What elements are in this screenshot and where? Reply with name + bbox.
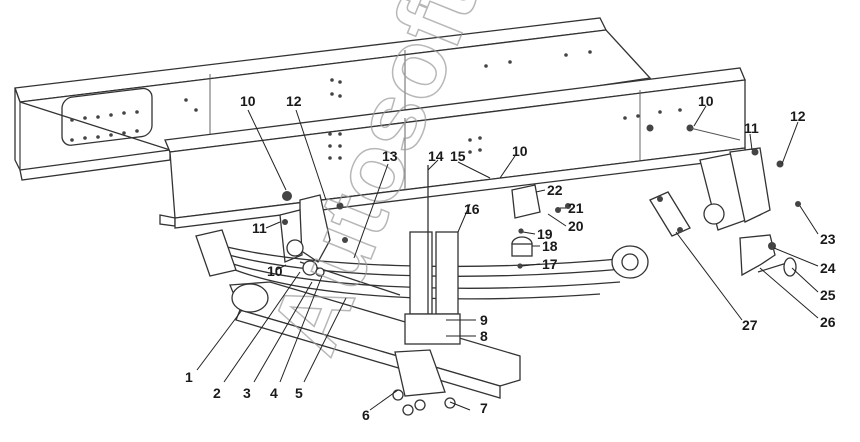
callout-10-center: 10	[512, 143, 528, 159]
callout-5: 5	[295, 385, 303, 401]
u-bolts	[404, 165, 461, 345]
callout-11-left: 11	[252, 220, 267, 236]
callout-19: 19	[537, 226, 553, 242]
callout-13: 13	[382, 148, 398, 164]
callout-10-left: 10	[240, 93, 256, 109]
callout-17: 17	[542, 256, 558, 272]
callout-15: 15	[450, 148, 466, 164]
callout-12-right: 12	[790, 108, 806, 124]
callout-21: 21	[568, 200, 584, 216]
frame-rail-rear	[14, 17, 652, 181]
front-axle-beam	[229, 281, 521, 416]
rear-shackle	[649, 191, 801, 277]
callout-10-bracket: 10	[267, 263, 283, 279]
callout-12-left: 12	[286, 93, 302, 109]
leaf-spring	[195, 229, 649, 300]
leader-lines	[196, 105, 819, 411]
callout-11-right: 11	[744, 120, 759, 136]
bump-stop	[511, 184, 571, 269]
frame-rivet-holes	[70, 50, 592, 142]
front-spring-bracket	[279, 191, 348, 263]
callout-14: 14	[428, 148, 444, 164]
shock-absorber	[299, 260, 401, 296]
callout-6: 6	[362, 407, 370, 423]
frame-front-holes	[328, 108, 682, 160]
rear-spring-bracket	[646, 124, 784, 231]
callout-27: 27	[742, 317, 758, 333]
callout-2: 2	[213, 385, 221, 401]
callout-20: 20	[568, 218, 584, 234]
callout-8: 8	[480, 328, 488, 344]
callout-26: 26	[820, 314, 836, 330]
callout-9: 9	[480, 312, 488, 328]
callout-3: 3	[243, 385, 251, 401]
callout-1: 1	[185, 369, 193, 385]
callout-10-right: 10	[698, 93, 714, 109]
callout-24: 24	[820, 260, 836, 276]
callout-16: 16	[464, 201, 480, 217]
callout-7: 7	[480, 400, 488, 416]
callout-23: 23	[820, 231, 836, 247]
callout-18: 18	[542, 238, 558, 254]
callout-labels: 1 2 3 4 5 6 7 8 9 10 10 10 10 11 11 12 1…	[185, 93, 836, 423]
callout-22: 22	[547, 182, 563, 198]
callout-25: 25	[820, 287, 836, 303]
frame-access-opening	[61, 87, 153, 146]
callout-4: 4	[270, 385, 278, 401]
